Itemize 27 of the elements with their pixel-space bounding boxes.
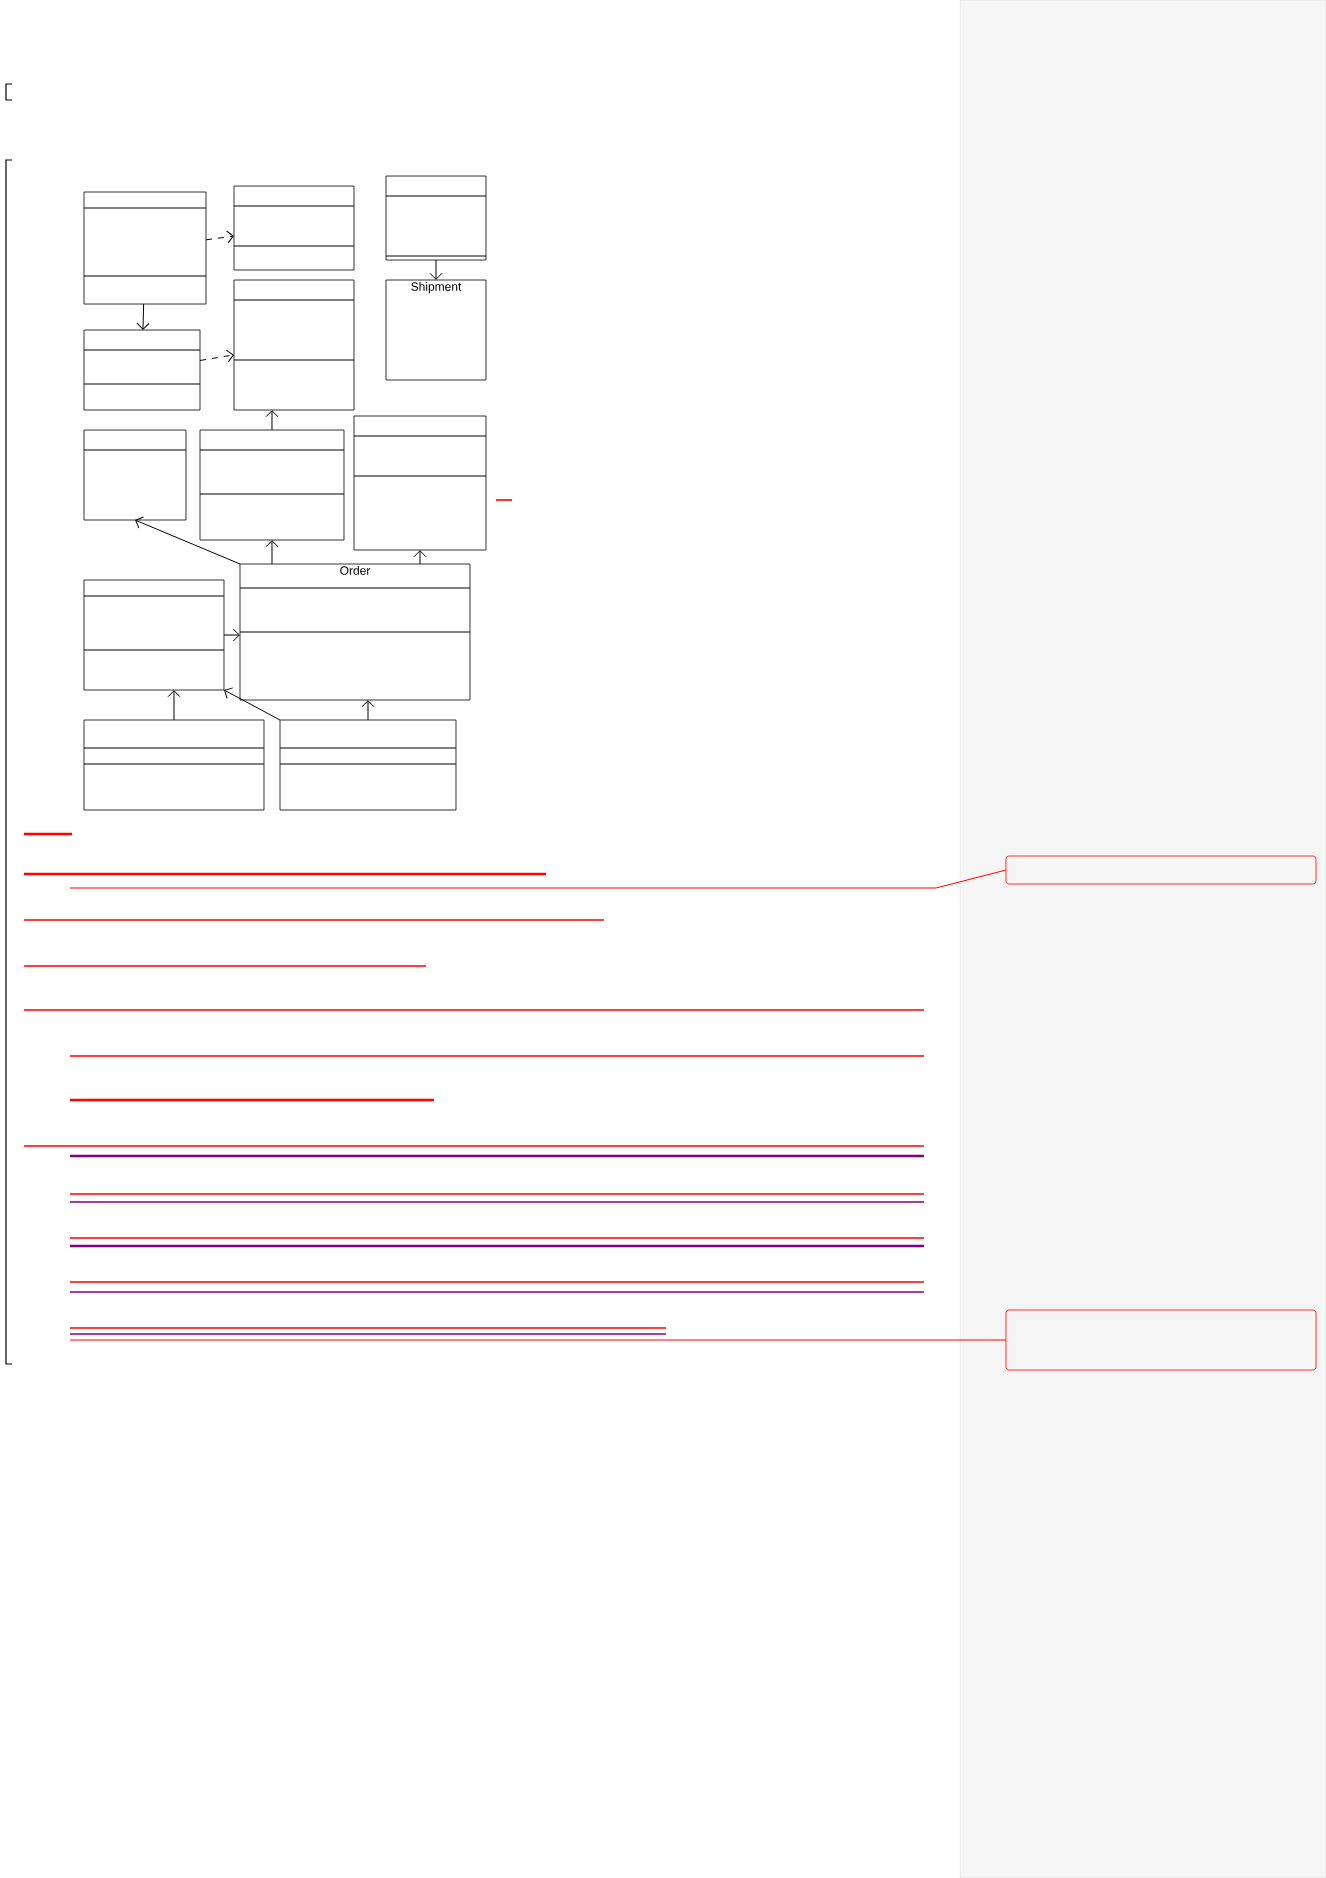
class-box [233, 185, 355, 271]
leader-line [69, 869, 1007, 889]
dashed-arrow [205, 230, 234, 244]
leader-line [69, 1339, 1007, 1341]
comment-balloon [1005, 855, 1317, 885]
class-box [279, 719, 457, 811]
arrow [167, 690, 181, 721]
dashed-arrow [199, 349, 234, 363]
class-box [83, 191, 207, 305]
arrow [413, 550, 427, 565]
class-box [83, 329, 201, 411]
class-box [83, 579, 225, 691]
arrow [429, 259, 443, 280]
class-box [83, 719, 265, 811]
arrow [136, 303, 150, 330]
class-box [199, 429, 345, 541]
arrow [224, 687, 281, 721]
class-box [83, 429, 187, 521]
class-box [353, 415, 487, 551]
arrow [135, 516, 241, 565]
arrow [223, 628, 240, 642]
comment-balloon [1005, 1309, 1317, 1371]
arrow [361, 700, 375, 721]
arrow [265, 410, 279, 431]
arrow [265, 540, 279, 565]
class-box [233, 279, 355, 411]
class-box [385, 175, 487, 261]
